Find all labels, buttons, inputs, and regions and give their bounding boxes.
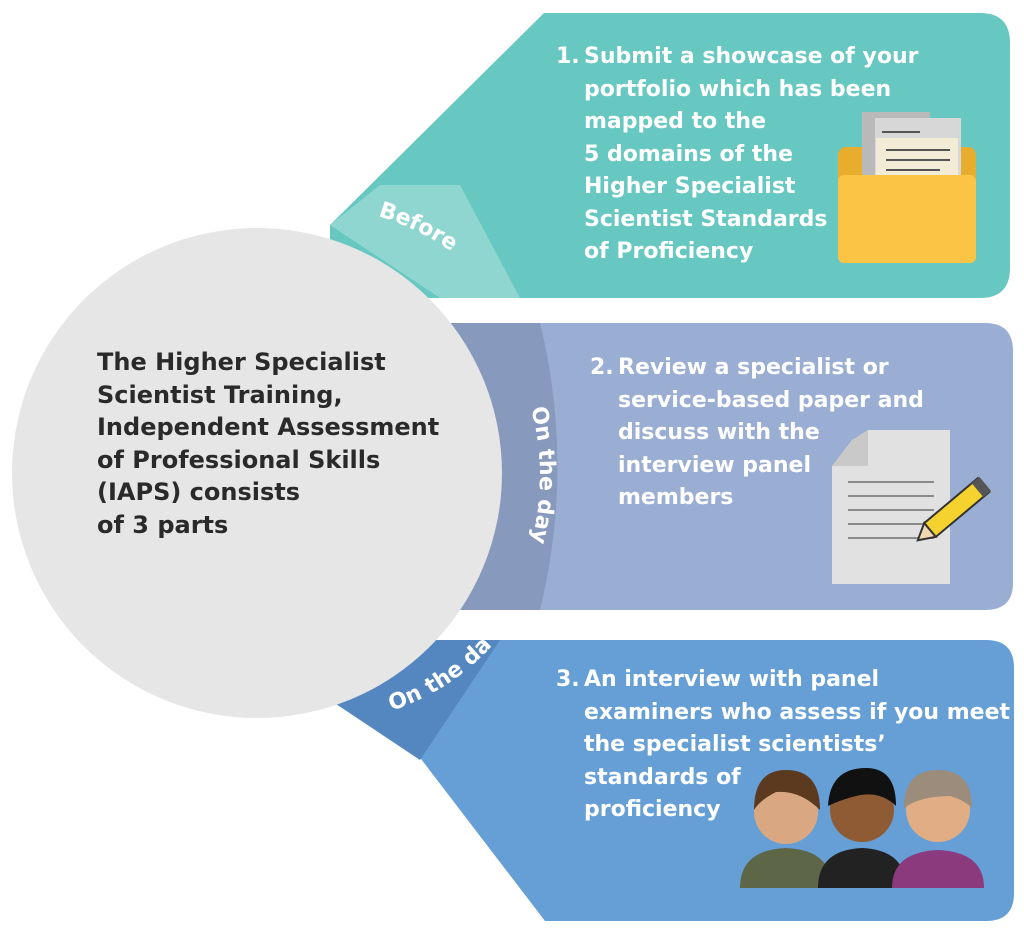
step-line: portfolio which has been [584,76,892,102]
step-number: 3. [556,667,580,692]
step-number: 1. [556,44,580,69]
step-line: Review a specialist or [618,355,889,380]
band-before [330,185,520,298]
step-line: mapped to the [584,109,766,134]
center-line: Scientist Training, [97,380,343,409]
center-line: The Higher Specialist [97,348,386,376]
folder-documents-icon [838,112,976,263]
step-line: examiners who assess if you meet [584,699,1011,725]
step-line: proficiency [584,797,721,822]
panel-people-icon [740,768,984,888]
step-line: members [618,485,734,510]
step-line: the specialist scientists’ [584,732,886,757]
center-circle [12,228,502,718]
center-line: Independent Assessment [97,413,440,441]
step-line: Scientist Standards [584,206,828,232]
step-line: discuss with the [618,420,820,445]
step-line: service-based paper and [618,387,924,413]
step-line: interview panel [618,452,811,478]
step-line: standards of [584,764,741,790]
step3-panel [330,640,1014,921]
step-line: Submit a showcase of your [584,44,919,69]
step-line: Higher Specialist [584,174,796,199]
center-line: of Professional Skills [97,445,381,474]
step-line: An interview with panel [584,667,880,692]
step-line: 5 domains of the [584,141,793,167]
center-line: of 3 parts [97,510,229,539]
step-number: 2. [590,355,614,380]
center-line: (IAPS) consists [97,478,301,506]
paper-pencil-icon [832,430,991,584]
center-description: The Higher Specialist Scientist Training… [97,346,447,541]
step-line: of Proficiency [584,239,754,264]
